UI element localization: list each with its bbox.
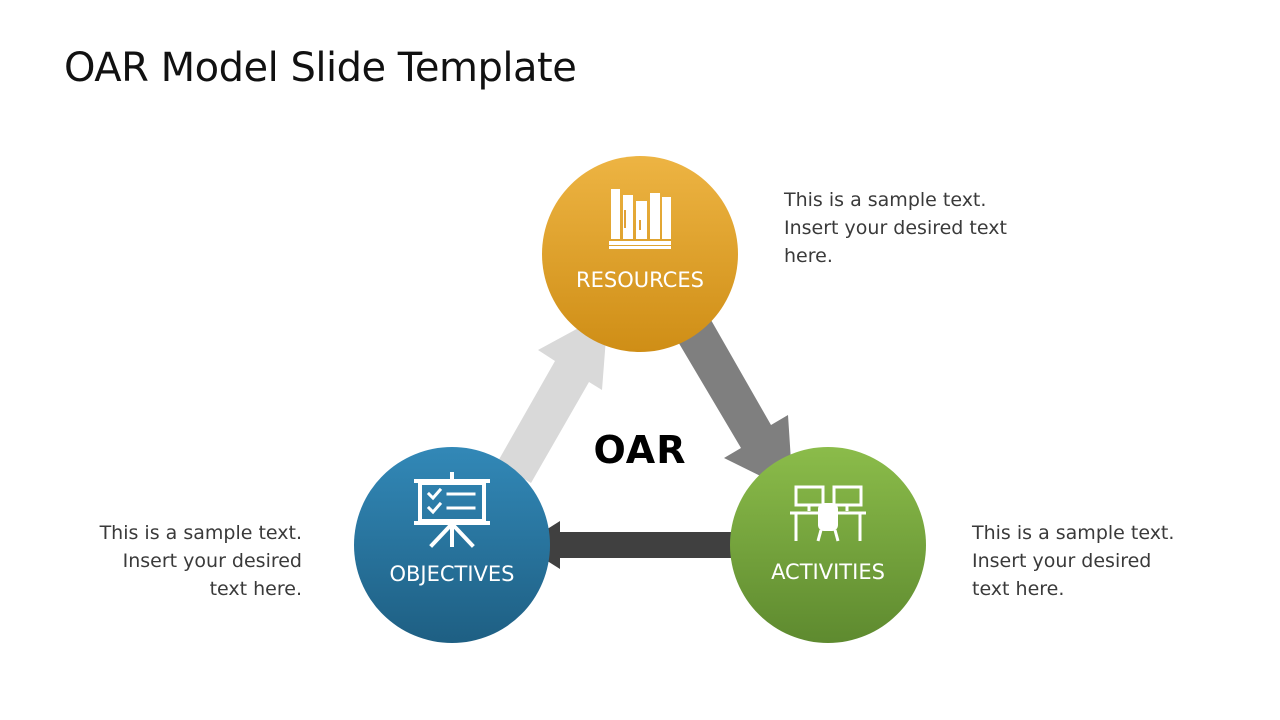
slide-title: OAR Model Slide Template (64, 45, 577, 91)
note-line: text here. (972, 578, 1065, 600)
presentation-board-icon (414, 472, 490, 548)
note-line: This is a sample text. (99, 522, 302, 544)
note-line: This is a sample text. (972, 522, 1175, 544)
bookshelf-icon (609, 189, 671, 249)
activities-note: This is a sample text. Insert your desir… (972, 519, 1174, 603)
node-activities: ACTIVITIES (730, 447, 926, 643)
resources-note: This is a sample text. Insert your desir… (784, 186, 1007, 270)
workstation-icon (790, 485, 866, 542)
objectives-note: This is a sample text. Insert your desir… (62, 519, 302, 603)
center-label: OAR (594, 428, 687, 472)
note-line: Insert your desired (122, 550, 302, 572)
node-resources: RESOURCES (542, 156, 738, 352)
activities-label: ACTIVITIES (771, 560, 885, 584)
note-line: Insert your desired (972, 550, 1152, 572)
note-line: text here. (209, 578, 302, 600)
node-objectives: OBJECTIVES (354, 447, 550, 643)
note-line: Insert your desired text (784, 217, 1007, 239)
arrow-resources-to-activities (677, 320, 793, 492)
arrow-objectives-to-resources (497, 312, 608, 483)
resources-label: RESOURCES (576, 268, 704, 292)
note-line: here. (784, 245, 833, 267)
objectives-label: OBJECTIVES (389, 562, 514, 586)
arrow-activities-to-objectives (522, 521, 735, 569)
note-line: This is a sample text. (784, 189, 987, 211)
